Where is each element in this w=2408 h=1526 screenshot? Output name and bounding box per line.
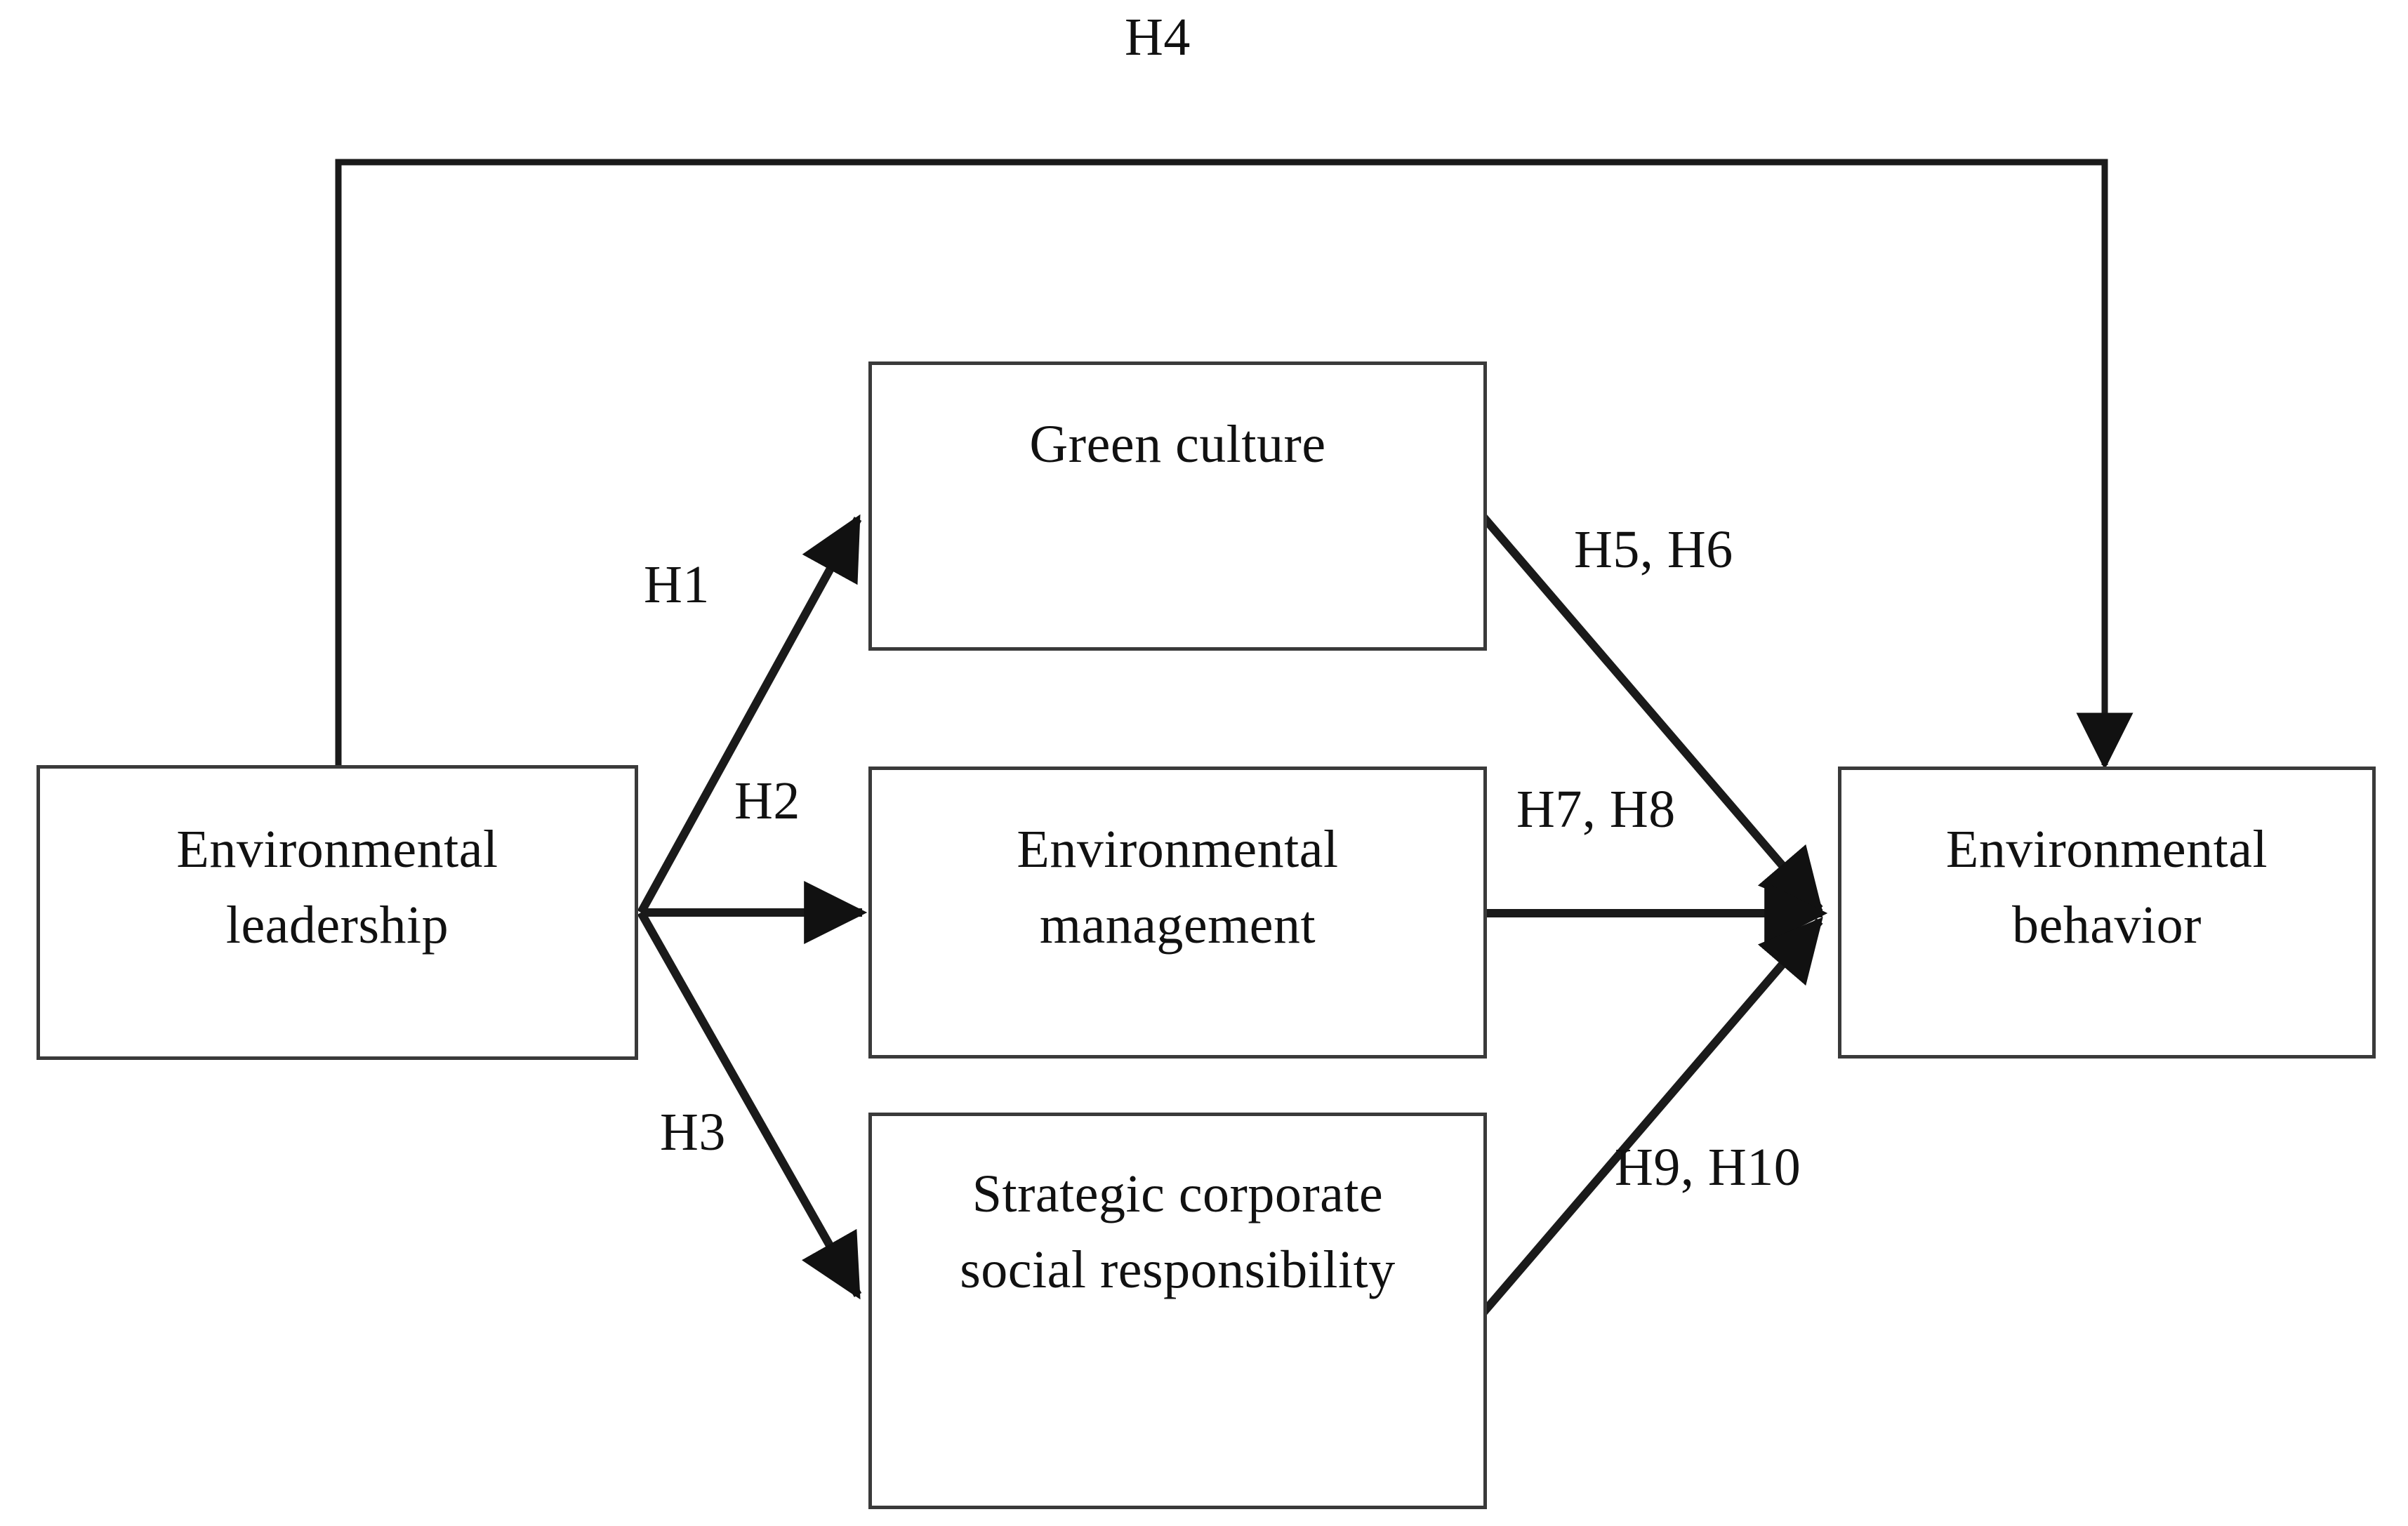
node-green-culture[interactable]: Green culture (868, 361, 1487, 651)
edge-label-h1: H1 (644, 555, 710, 614)
edge-h3 (637, 910, 862, 1300)
node-environmental-leadership[interactable]: Environmental leadership (37, 765, 638, 1060)
node-label-environmental-leadership: Environmental leadership (176, 820, 498, 955)
node-label-environmental-behavior: Environmental behavior (1945, 820, 2268, 955)
edge-h1 (637, 514, 862, 915)
edge-h9-h10 (1475, 917, 1823, 1321)
edge-h4 (335, 159, 2134, 770)
node-label-green-culture: Green culture (1029, 415, 1326, 474)
node-environmental-behavior[interactable]: Environmental behavior (1838, 767, 2376, 1059)
node-strategic-corporate-social-responsibility[interactable]: Strategic corporate social responsibilit… (868, 1113, 1487, 1509)
edge-label-h2: H2 (734, 771, 800, 830)
edge-label-h9-h10: H9, H10 (1615, 1138, 1801, 1197)
edge-label-h7-h8: H7, H8 (1516, 780, 1676, 839)
node-label-environmental-management: Environmental management (1017, 820, 1339, 955)
node-environmental-management[interactable]: Environmental management (868, 767, 1487, 1059)
edge-label-h5-h6: H5, H6 (1574, 520, 1733, 579)
node-label-strategic-corporate-social-responsibility: Strategic corporate social responsibilit… (960, 1165, 1396, 1299)
edge-h5-h6 (1474, 507, 1823, 913)
edge-label-h3: H3 (660, 1103, 726, 1162)
edge-label-h4: H4 (1125, 8, 1191, 67)
